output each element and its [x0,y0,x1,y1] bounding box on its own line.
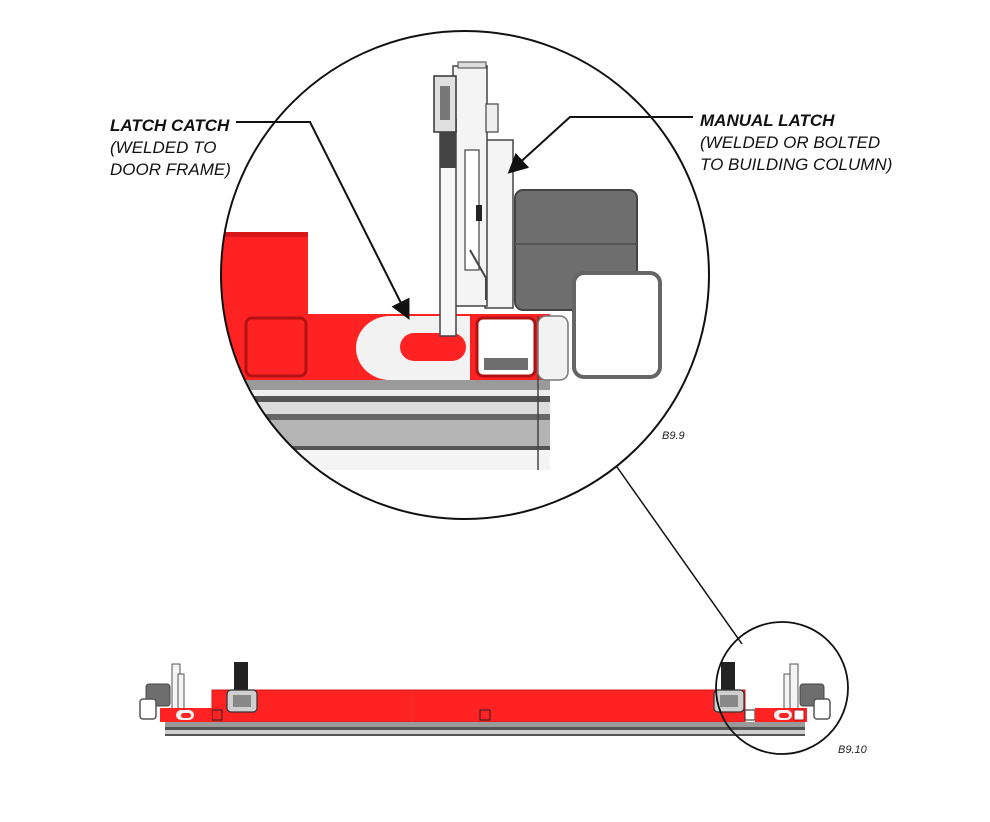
overview-left-post [234,662,248,692]
manual-latch-leader [507,116,693,174]
overview-detail-circle [715,621,849,755]
manual-latch-line-2: TO BUILDING COLUMN) [700,155,893,174]
detail-circle [220,30,710,520]
latch-catch-title: LATCH CATCH [110,116,230,135]
latch-catch-line-2: DOOR FRAME) [110,160,231,179]
manual-latch-title: MANUAL LATCH [700,111,835,130]
latch-catch-leader [236,121,410,320]
overview-assembly [139,662,831,736]
latch-catch-callout: LATCH CATCH (WELDED TO DOOR FRAME) [110,115,231,181]
overview-door-panel [211,689,746,723]
latch-catch-line-1: (WELDED TO [110,138,217,157]
overview-right-post [721,662,735,692]
overview-rail [165,722,805,727]
door-rail [221,380,550,390]
manual-latch-mount-plate [484,139,514,309]
manual-latch-line-1: (WELDED OR BOLTED [700,133,881,152]
manual-latch-callout: MANUAL LATCH (WELDED OR BOLTED TO BUILDI… [700,110,892,176]
latch-spring [440,132,456,168]
detail-leader-line [616,466,743,645]
figure-label-detail: B9.9 [662,430,685,442]
frame-tube [244,316,308,378]
column-tube [572,271,662,379]
figure-label-overview: B9.10 [838,744,867,756]
latch-catch-slot [400,333,466,361]
detail-view [221,61,662,470]
